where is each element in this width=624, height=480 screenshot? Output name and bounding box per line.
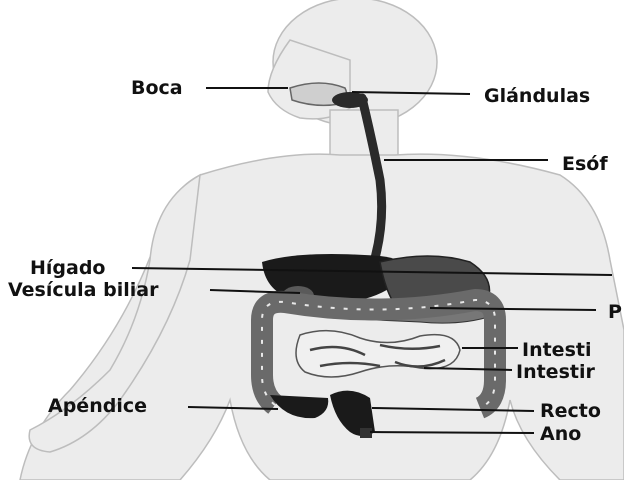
label-esofago: Esóf bbox=[562, 153, 608, 175]
label-apendice: Apéndice bbox=[48, 395, 147, 417]
label-vesicula: Vesícula biliar bbox=[8, 279, 159, 301]
label-higado: Hígado bbox=[30, 257, 106, 279]
label-glandulas: Glándulas bbox=[484, 85, 590, 107]
label-intestino-grueso: Intesti bbox=[522, 339, 591, 361]
label-pancreas: P bbox=[608, 301, 622, 323]
label-ano: Ano bbox=[540, 423, 581, 445]
label-boca: Boca bbox=[131, 77, 183, 99]
leader-ano bbox=[370, 432, 534, 433]
label-recto: Recto bbox=[540, 400, 601, 422]
label-intestino-delgado: Intestir bbox=[516, 361, 595, 383]
